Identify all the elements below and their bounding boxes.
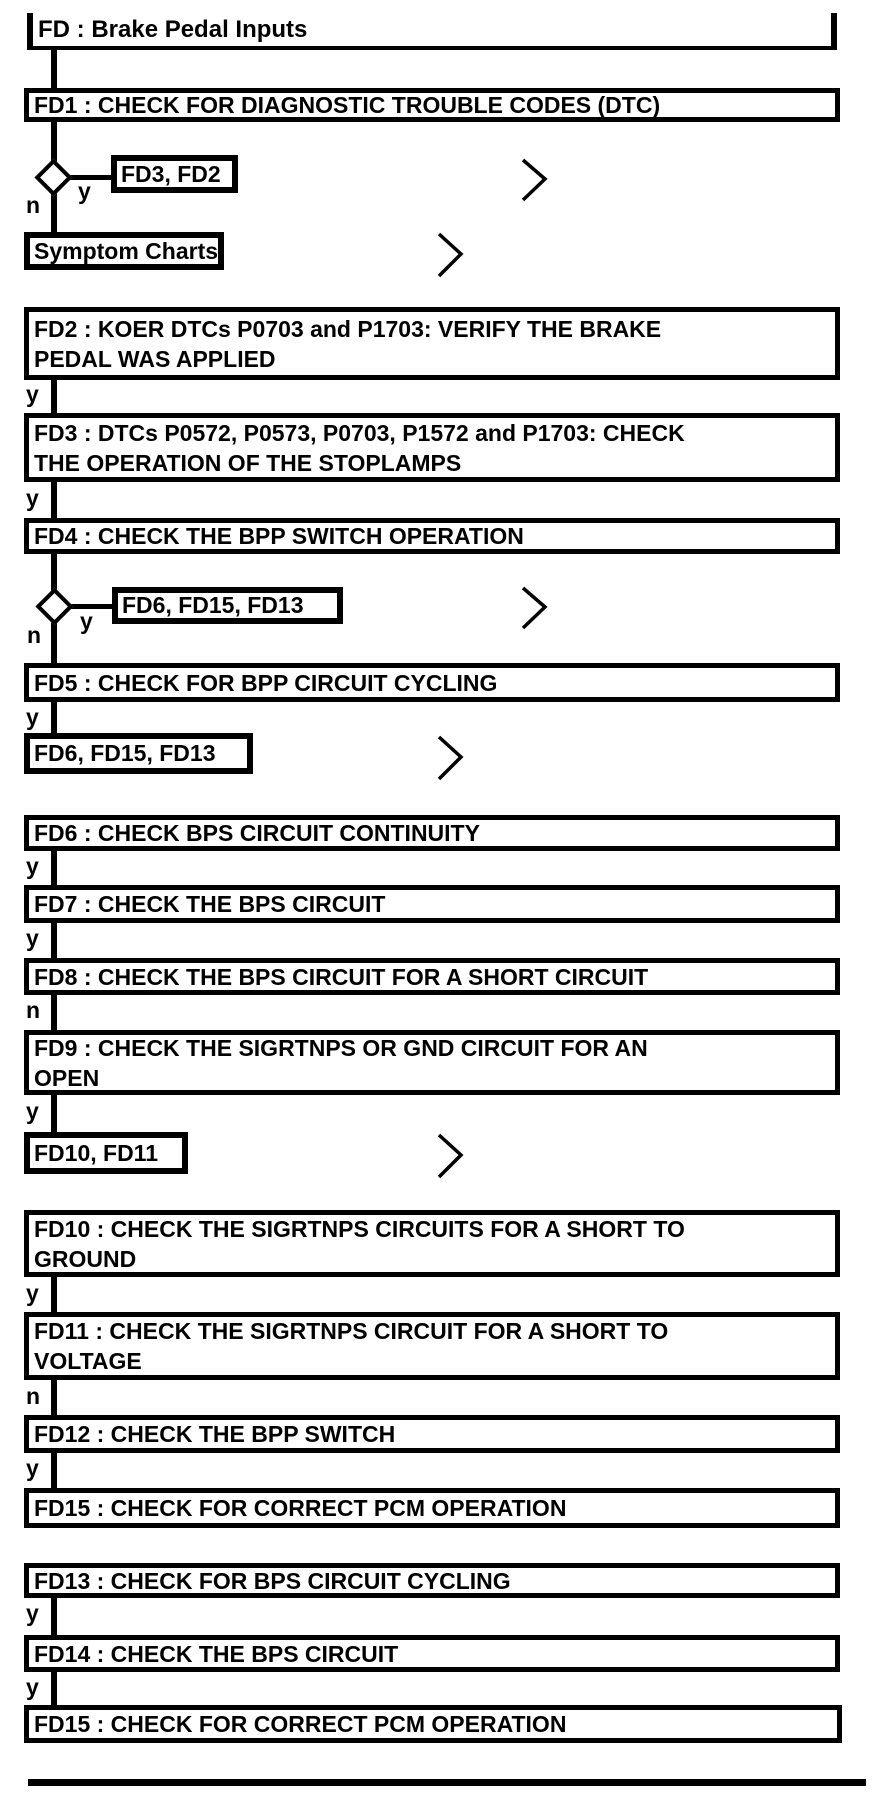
node-fd15-first: FD15 : CHECK FOR CORRECT PCM OPERATION [24, 1488, 840, 1528]
goto-chevron-icon[interactable] [520, 158, 548, 202]
node-fd15-second: FD15 : CHECK FOR CORRECT PCM OPERATION [24, 1705, 842, 1743]
node-fd1: FD1 : CHECK FOR DIAGNOSTIC TROUBLE CODES… [24, 88, 840, 122]
node-fd14: FD14 : CHECK THE BPS CIRCUIT [24, 1635, 840, 1672]
node-fd8: FD8 : CHECK THE BPS CIRCUIT FOR A SHORT … [24, 958, 840, 995]
node-fd12: FD12 : CHECK THE BPP SWITCH [24, 1415, 840, 1453]
node-fd3: FD3 : DTCs P0572, P0573, P0703, P1572 an… [24, 413, 840, 482]
ref-box-fd6-fd15-fd13-a[interactable]: FD6, FD15, FD13 [112, 587, 343, 624]
node-fd13: FD13 : CHECK FOR BPS CIRCUIT CYCLING [24, 1563, 840, 1598]
ref-box-fd10-fd11[interactable]: FD10, FD11 [24, 1132, 188, 1174]
connector-line [51, 380, 57, 413]
node-fd10: FD10 : CHECK THE SIGRTNPS CIRCUITS FOR A… [24, 1210, 840, 1277]
branch-label-yes: y [26, 1098, 39, 1124]
node-fd11: FD11 : CHECK THE SIGRTNPS CIRCUIT FOR A … [24, 1312, 840, 1380]
decision-diamond-2 [35, 587, 74, 626]
branch-label-yes: y [26, 381, 39, 407]
branch-label-yes: y [26, 704, 39, 730]
connector-line [51, 1095, 57, 1132]
branch-label-no: n [26, 1383, 41, 1409]
branch-line [70, 175, 112, 180]
node-fd5: FD5 : CHECK FOR BPP CIRCUIT CYCLING [24, 663, 840, 702]
branch-label-no: n [27, 622, 42, 648]
node-fd9: FD9 : CHECK THE SIGRTNPS OR GND CIRCUIT … [24, 1030, 840, 1095]
ref-box-fd6-fd15-fd13-b[interactable]: FD6, FD15, FD13 [24, 733, 253, 774]
branch-label-no: n [26, 997, 41, 1023]
connector-line [51, 122, 57, 168]
connector-line [51, 702, 57, 733]
goto-chevron-icon[interactable] [436, 735, 464, 781]
connector-line [51, 1598, 57, 1635]
goto-chevron-icon[interactable] [520, 586, 548, 630]
connector-line [51, 615, 57, 663]
connector-line [51, 923, 57, 958]
connector-line [51, 50, 57, 88]
ref-box-symptom-charts[interactable]: Symptom Charts [24, 232, 224, 270]
node-fd4: FD4 : CHECK THE BPP SWITCH OPERATION [24, 518, 840, 554]
branch-label-yes: y [80, 608, 93, 634]
branch-label-yes: y [26, 1455, 39, 1481]
branch-label-yes: y [78, 178, 91, 204]
node-fd-title: FD : Brake Pedal Inputs [27, 13, 837, 50]
connector-line [51, 482, 57, 518]
node-fd7: FD7 : CHECK THE BPS CIRCUIT [24, 885, 840, 923]
branch-label-yes: y [26, 485, 39, 511]
goto-chevron-icon[interactable] [436, 232, 464, 278]
connector-line [51, 553, 57, 600]
connector-line [51, 1672, 57, 1705]
connector-line [51, 1380, 57, 1415]
connector-line [51, 188, 57, 232]
node-fd2: FD2 : KOER DTCs P0703 and P1703: VERIFY … [24, 307, 840, 380]
goto-chevron-icon[interactable] [436, 1133, 464, 1179]
connector-line [51, 851, 57, 885]
connector-line [51, 1453, 57, 1488]
branch-label-yes: y [26, 925, 39, 951]
connector-line [51, 1277, 57, 1312]
branch-line [70, 604, 113, 609]
branch-label-yes: y [26, 1600, 39, 1626]
bottom-divider-rule [28, 1779, 866, 1786]
branch-label-yes: y [26, 853, 39, 879]
branch-label-yes: y [26, 1674, 39, 1700]
connector-line [51, 995, 57, 1030]
branch-label-no: n [26, 192, 41, 218]
branch-label-yes: y [26, 1280, 39, 1306]
node-fd6: FD6 : CHECK BPS CIRCUIT CONTINUITY [24, 815, 840, 851]
ref-box-fd3-fd2[interactable]: FD3, FD2 [111, 155, 238, 193]
decision-diamond-1 [34, 158, 73, 197]
